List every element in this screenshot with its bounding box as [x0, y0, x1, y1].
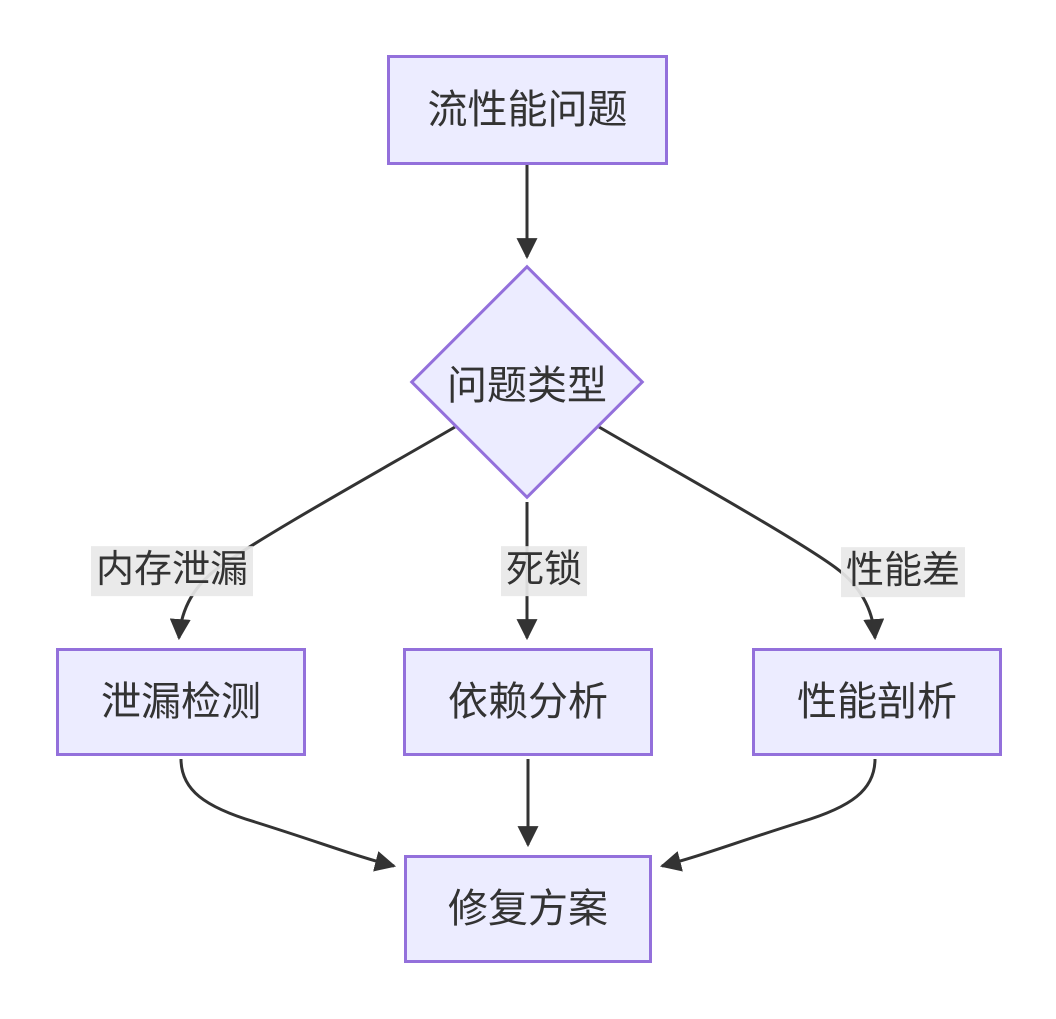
node-start: 流性能问题 — [387, 55, 668, 165]
node-fix-plan: 修复方案 — [404, 855, 652, 963]
node-start-label: 流性能问题 — [427, 88, 628, 132]
node-fix-plan-label: 修复方案 — [448, 887, 608, 931]
edge-type-to-leak — [169, 425, 456, 641]
node-leak-detection: 泄漏检测 — [56, 648, 306, 756]
edge-leak-to-fix — [179, 758, 397, 872]
edge-type-to-perf — [598, 425, 885, 641]
edge-label-poor-performance: 性能差 — [840, 547, 966, 597]
node-leak-detection-label: 泄漏检测 — [101, 680, 261, 724]
node-type-label: 问题类型 — [447, 364, 607, 408]
node-performance-profiling: 性能剖析 — [752, 648, 1002, 756]
node-performance-profiling-label: 性能剖析 — [797, 680, 957, 724]
node-dependency-analysis-label: 依赖分析 — [448, 680, 608, 724]
edge-label-deadlock: 死锁 — [500, 546, 588, 596]
edge-perf-to-fix — [659, 758, 877, 872]
node-dependency-analysis: 依赖分析 — [403, 648, 653, 756]
edge-label-memory-leak: 内存泄漏 — [90, 546, 254, 596]
